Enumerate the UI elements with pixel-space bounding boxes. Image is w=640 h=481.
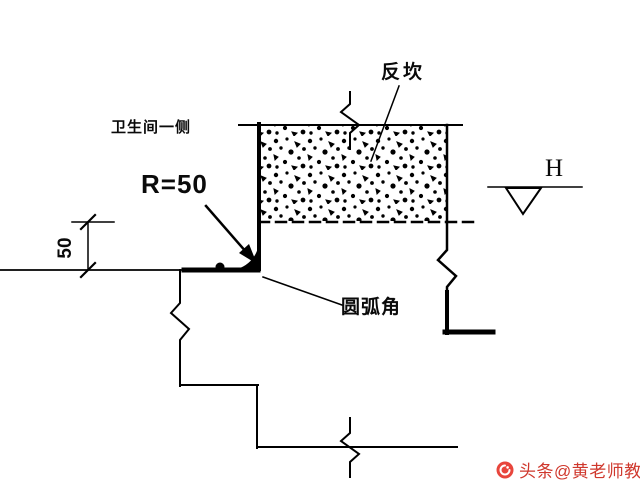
rounded-corner-label: 圆弧角 [341,297,402,318]
upstand-leader-line [370,85,400,162]
rounded-corner-leader-line [262,276,343,306]
dimension-50-label: 50 [55,237,76,259]
dim-tick-bottom [79,261,97,279]
watermark-text: 头条@黄老师教学造价 [519,462,640,481]
fillet-radius-label: R=50 [141,169,208,199]
watermark: 头条@黄老师教学造价 [496,457,640,481]
upstand-label: 反坎 [381,62,426,83]
top-break-symbol [339,91,361,150]
bathroom-side-label: 卫生间一侧 [111,119,192,136]
concrete-stipple-fill [260,126,446,221]
dim-tick-top [79,213,97,231]
radius-arrow-line [204,204,249,255]
corner-fillet-fill [229,240,259,270]
fillet-dot [215,262,225,272]
toutiao-logo-icon [496,461,514,478]
elevation-h-label: H [545,155,564,182]
bottom-break-symbol [339,417,361,478]
left-wall-break-symbol [169,269,191,387]
elevation-triangle-icon [504,187,543,216]
